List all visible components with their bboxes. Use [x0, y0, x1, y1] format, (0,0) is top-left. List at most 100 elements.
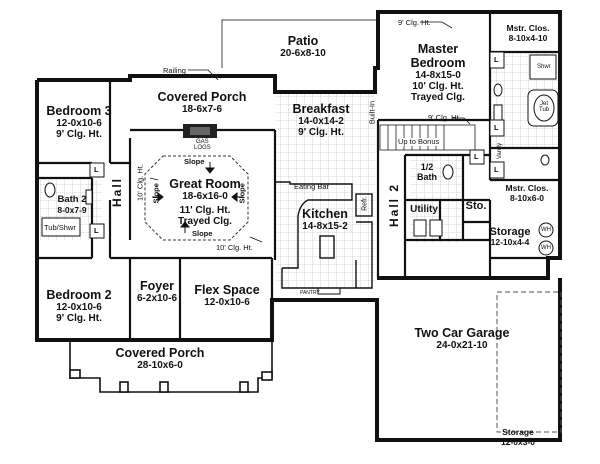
foyer-name: Foyer: [139, 279, 175, 293]
great-room-name: Great Room: [169, 177, 241, 191]
bedroom2-name: Bedroom 2: [46, 288, 112, 302]
vanity-note: Vanity: [497, 142, 503, 160]
trayed-ceiling-octagon: [144, 155, 249, 241]
garage-label: Two Car Garage 24-0x21-10: [410, 326, 514, 351]
hall-right-label: Hall 2: [387, 182, 402, 228]
covered-porch-top-name: Covered Porch: [157, 90, 247, 104]
sto-label: Sto.: [462, 200, 490, 212]
covered-porch-top-dims: 18-6x7-6: [181, 104, 223, 115]
storage-garage-name: Storage: [502, 427, 534, 437]
wh2-note: WH: [541, 245, 551, 251]
patio-label: Patio 20-6x8-10: [268, 34, 338, 59]
eating-bar-note: Eating Bar: [294, 182, 330, 191]
mstr-clos-mid-name: Mstr. Clos.: [505, 183, 549, 193]
bedroom2-label: Bedroom 2 12-0x10-6 9' Clg. Ht.: [40, 288, 118, 324]
linen-l-3: L: [494, 55, 499, 64]
master-bath-fixtures: [493, 54, 559, 166]
foyer-dims: 6-2x10-6: [136, 293, 178, 304]
covered-porch-bottom-name: Covered Porch: [115, 346, 205, 360]
bath2-label: Bath 2 8-0x7-9: [52, 194, 92, 215]
tub-shwr-note: Tub/Shwr: [44, 223, 76, 232]
storage-mid-label: Storage 12-10x4-4: [480, 226, 540, 248]
slope-left-note: Slope: [151, 183, 161, 204]
stairs: [379, 124, 476, 151]
shwr-note: Shwr: [537, 64, 551, 70]
breakfast-note: 9' Clg. Ht.: [298, 127, 344, 139]
master-bedroom-dims: 14-8x15-0: [415, 70, 461, 81]
flex-space-label: Flex Space 12-0x10-6: [186, 283, 268, 308]
ten-clg-bottom-note: 10' Clg. Ht.: [216, 243, 253, 252]
mstr-clos-top-name: Mstr. Clos.: [506, 23, 550, 33]
slope-top-note: Slope: [184, 157, 205, 166]
linen-l-6: L: [474, 152, 479, 161]
storage-garage-dims: 12-0x3-0: [500, 436, 536, 447]
bath2-dims: 8-0x7-9: [57, 204, 87, 215]
nine-clg-top-note: 9' Clg. Ht.: [398, 18, 431, 27]
leader-lines: [149, 21, 471, 243]
mstr-clos-mid-label: Mstr. Clos. 8-10x6-0: [496, 183, 558, 203]
bedroom3-dims: 12-0x10-6: [56, 118, 102, 129]
flex-space-dims: 12-0x10-6: [204, 297, 250, 308]
up-to-bonus-note: Up to Bonus: [398, 137, 440, 146]
foyer-label: Foyer 6-2x10-6: [130, 279, 184, 304]
garage-dims: 24-0x21-10: [436, 340, 488, 351]
sink: [317, 287, 341, 295]
bath2-fixtures: [41, 182, 93, 237]
hall-left-label: Hall: [110, 176, 125, 208]
patio-name: Patio: [287, 34, 319, 48]
linen-l-4: L: [494, 123, 499, 132]
built-in-note: Built-In: [367, 100, 377, 125]
flex-space-name: Flex Space: [194, 283, 260, 297]
bedroom2-dims: 12-0x10-6: [56, 302, 102, 313]
exterior-walls: [35, 10, 562, 442]
bedroom2-note: 9' Clg. Ht.: [56, 313, 102, 325]
mstr-clos-top-dims: 8-10x4-10: [508, 32, 548, 43]
covered-porch-bottom-dims: 28-10x6-0: [137, 360, 183, 371]
great-room-note1: 11' Clg. Ht.: [179, 205, 231, 217]
linen-l-5: L: [494, 165, 499, 174]
linen-l-1: L: [94, 165, 99, 174]
great-room-label: Great Room 18-6x16-0 11' Clg. Ht. Trayed…: [165, 177, 245, 228]
breakfast-dims: 14-0x14-2: [298, 116, 344, 127]
sto-name: Sto.: [465, 200, 487, 212]
covered-porch-bottom-label: Covered Porch 28-10x6-0: [108, 346, 212, 371]
bedroom3-label: Bedroom 3 12-0x10-6 9' Clg. Ht.: [40, 104, 118, 140]
bedroom3-note: 9' Clg. Ht.: [56, 129, 102, 141]
refr-note: Refr.: [361, 196, 369, 211]
great-room-note2: Trayed Clg.: [178, 216, 232, 228]
slope-right-note: Slope: [237, 183, 247, 204]
linen-l-2: L: [94, 226, 99, 235]
utility-label: Utility: [408, 204, 440, 215]
storage-garage-label: Storage 12-0x3-0: [488, 427, 548, 447]
master-bedroom-note1: 10' Clg. Ht.: [412, 81, 464, 93]
utility-name: Utility: [410, 204, 438, 215]
wh1-note: WH: [541, 227, 551, 233]
kitchen-name: Kitchen: [302, 207, 348, 221]
pantry-note: PANTRY: [300, 290, 320, 296]
fireplace: [183, 124, 217, 138]
tile-floors: [40, 52, 560, 288]
bedroom3-name: Bedroom 3: [46, 104, 112, 118]
covered-porch-bottom-outline: [69, 340, 273, 393]
garage-name: Two Car Garage: [414, 326, 510, 340]
railing-note: Railing: [163, 66, 186, 75]
garage-door-dashed: [496, 291, 562, 433]
linen-closets: [89, 51, 505, 239]
breakfast-name: Breakfast: [292, 102, 350, 116]
patio-dims: 20-6x8-10: [280, 48, 326, 59]
great-room-dims: 18-6x16-0: [182, 191, 228, 202]
breakfast-label: Breakfast 14-0x14-2 9' Clg. Ht.: [288, 102, 354, 138]
utility-fixtures: [413, 164, 554, 256]
nine-clg-master-note: 9' Clg. Ht.: [428, 113, 461, 122]
storage-mid-name: Storage: [489, 226, 531, 238]
slope-arrows: [152, 162, 243, 233]
covered-porch-top-label: Covered Porch 18-6x7-6: [150, 90, 254, 115]
mstr-clos-top-label: Mstr. Clos. 8-10x4-10: [497, 23, 559, 43]
bath2-name: Bath 2: [57, 194, 87, 205]
